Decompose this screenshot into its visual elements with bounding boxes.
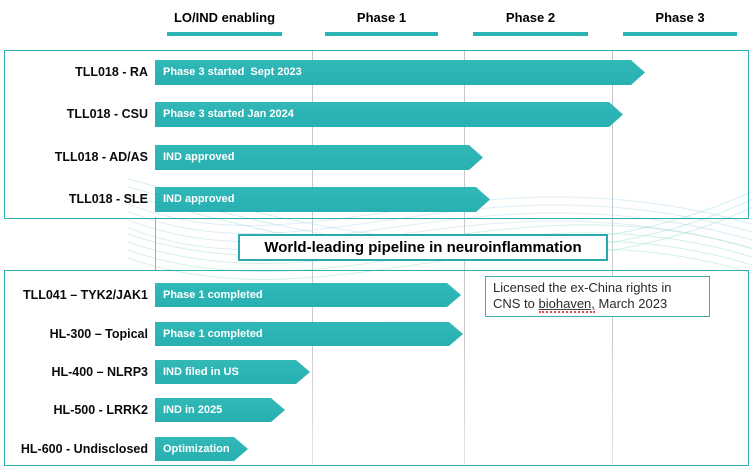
bar-status-label: Phase 1 completed: [163, 328, 263, 340]
stage-underline: [473, 32, 588, 36]
program-label: HL-400 – NLRP3: [51, 365, 148, 379]
bar-status-label: Optimization: [163, 443, 230, 455]
licensing-note: Licensed the ex-China rights in CNS to b…: [485, 276, 710, 317]
program-label: TLL018 - CSU: [66, 107, 148, 121]
stage-column-lo-ind: LO/IND enabling: [167, 8, 282, 38]
pipeline-bar: IND filed in US: [155, 360, 310, 384]
bar-status-label: Phase 1 completed: [163, 289, 263, 301]
note-line1: Licensed the ex-China rights in: [493, 280, 672, 295]
stage-underline: [167, 32, 282, 36]
stage-label: LO/IND enabling: [173, 10, 276, 25]
stage-underline: [623, 32, 737, 36]
stage-column-phase2: Phase 2: [473, 8, 588, 38]
program-label: HL-600 - Undisclosed: [20, 442, 148, 456]
program-label: HL-500 - LRRK2: [53, 403, 148, 417]
pipeline-bar: IND approved: [155, 187, 490, 212]
stage-underline: [325, 32, 438, 36]
bar-status-label: IND approved: [163, 151, 235, 163]
note-line2-before: CNS to: [493, 296, 539, 311]
program-label: TLL041 – TYK2/JAK1: [22, 288, 148, 302]
bar-status-label: IND filed in US: [163, 366, 239, 378]
program-label: TLL018 - AD/AS: [54, 150, 148, 164]
bar-status-label: Phase 3 started Sept 2023: [163, 66, 302, 78]
bar-status-label: IND in 2025: [163, 404, 223, 416]
partner-name: biohaven,: [538, 296, 595, 313]
pipeline-bar: Phase 1 completed: [155, 283, 461, 307]
program-label: TLL018 - RA: [75, 65, 148, 79]
gridline-lo-ind-start: [155, 217, 156, 270]
pipeline-bar: Phase 1 completed: [155, 322, 463, 346]
pipeline-banner: World-leading pipeline in neuroinflammat…: [238, 234, 608, 261]
pipeline-bar: Phase 3 started Sept 2023: [155, 60, 645, 85]
pipeline-bar: IND in 2025: [155, 398, 285, 422]
bar-status-label: Phase 3 started Jan 2024: [163, 108, 294, 120]
pipeline-bar: Phase 3 started Jan 2024: [155, 102, 623, 127]
stage-label: Phase 1: [356, 10, 407, 25]
tll018-programs-frame: [4, 50, 749, 219]
stage-label: Phase 2: [505, 10, 556, 25]
bar-status-label: IND approved: [163, 193, 235, 205]
pipeline-bar: Optimization: [155, 437, 248, 461]
stage-column-phase3: Phase 3: [623, 8, 737, 38]
pipeline-bar: IND approved: [155, 145, 483, 170]
note-line2-after: March 2023: [594, 296, 668, 311]
stage-label: Phase 3: [655, 10, 705, 25]
stage-column-phase1: Phase 1: [325, 8, 438, 38]
program-label: HL-300 – Topical: [49, 327, 148, 341]
program-label: TLL018 - SLE: [68, 192, 148, 206]
